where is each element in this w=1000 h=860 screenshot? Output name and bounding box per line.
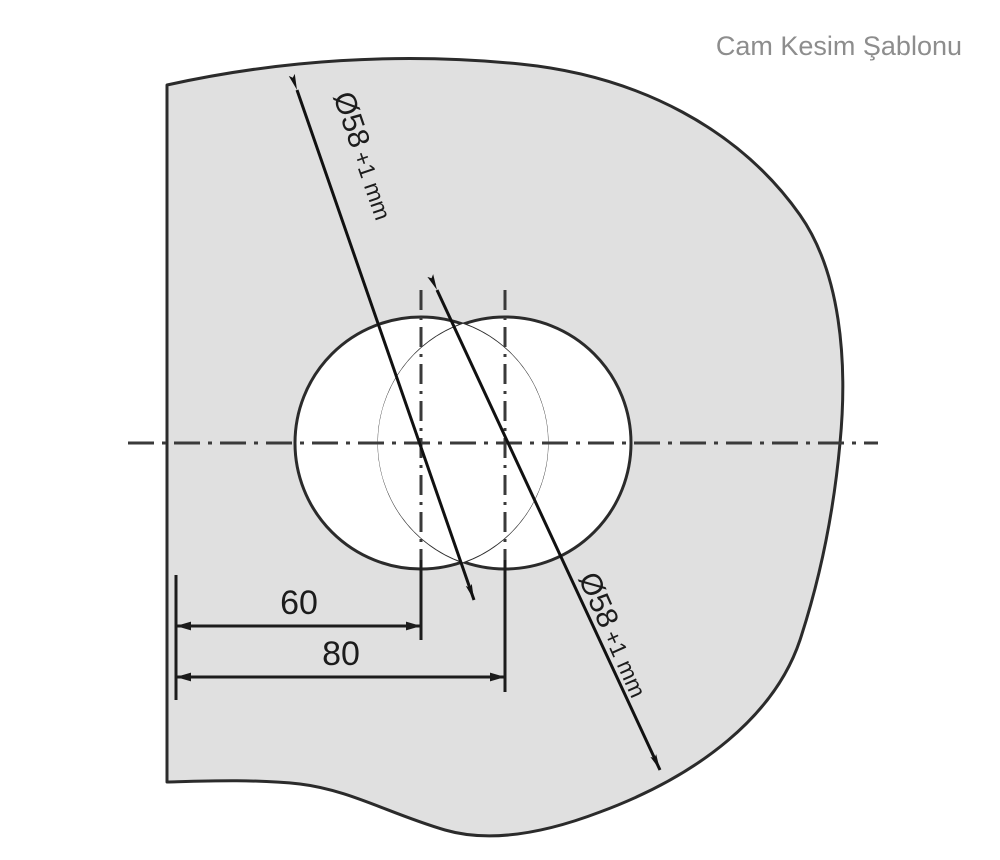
leader-lines-group [288,73,662,771]
dimension-80-group: 80 [176,560,507,692]
leader-line-bottom [427,274,662,771]
dimension-label-80: 80 [322,635,360,673]
dimension-label-60: 60 [280,584,318,622]
page-title: Cam Kesim Şablonu [716,31,962,61]
